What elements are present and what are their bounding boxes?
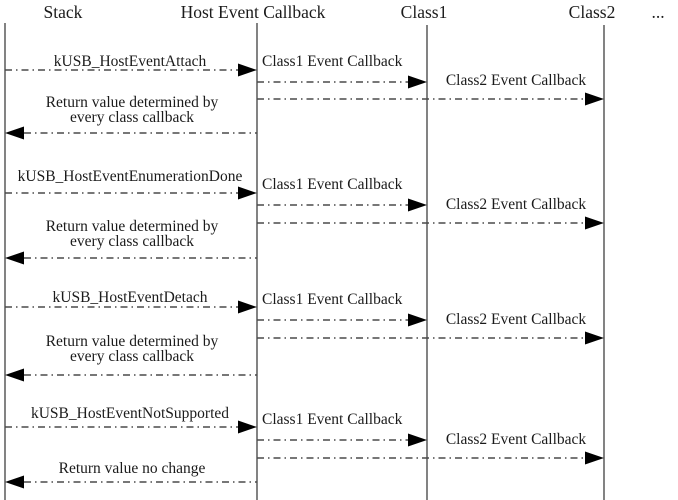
return-value-label-line2: every class callback [70,109,194,126]
class2-callback-label: Class2 Event Callback [446,431,587,448]
lifelines [4,23,605,500]
arrowhead-left-icon [5,251,24,265]
participant-headers: Stack Host Event Callback Class1 Class2 … [44,2,665,22]
event-label: kUSB_HostEventAttach [54,53,207,70]
participant-label-class1: Class1 [401,2,448,22]
event-group-detach: kUSB_HostEventDetach Class1 Event Callba… [5,289,604,382]
arrowhead-right-icon [585,92,604,106]
event-label: kUSB_HostEventEnumerationDone [18,168,243,185]
arrowhead-right-icon [585,451,604,465]
event-label: kUSB_HostEventDetach [53,289,208,306]
arrowhead-right-icon [585,216,604,230]
arrowhead-right-icon [238,186,257,200]
return-value-label-line1: Return value determined by [46,94,219,111]
return-value-label-line1: Return value determined by [46,333,219,350]
return-value-label-line1: Return value no change [59,460,206,477]
class2-callback-label: Class2 Event Callback [446,311,587,328]
event-group-enumeration-done: kUSB_HostEventEnumerationDone Class1 Eve… [5,168,604,265]
arrowhead-left-icon [5,368,24,382]
participant-label-class2: Class2 [569,2,616,22]
arrowhead-right-icon [238,300,257,314]
class1-callback-label: Class1 Event Callback [262,53,403,70]
event-group-attach: kUSB_HostEventAttach Class1 Event Callba… [5,53,604,140]
class1-callback-label: Class1 Event Callback [262,291,403,308]
participant-label-host-event-callback: Host Event Callback [181,2,326,22]
arrowhead-right-icon [238,420,257,434]
class2-callback-label: Class2 Event Callback [446,196,587,213]
event-label: kUSB_HostEventNotSupported [31,405,229,422]
participant-label-stack: Stack [44,2,83,22]
arrowhead-right-icon [408,433,427,447]
class2-callback-label: Class2 Event Callback [446,72,587,89]
class1-callback-label: Class1 Event Callback [262,176,403,193]
arrowhead-right-icon [238,63,257,77]
arrowhead-right-icon [408,75,427,89]
return-value-label-line1: Return value determined by [46,218,219,235]
arrowhead-right-icon [408,313,427,327]
class1-callback-label: Class1 Event Callback [262,411,403,428]
more-participants-ellipsis: ... [651,2,664,22]
arrowhead-left-icon [5,126,24,140]
return-value-label-line2: every class callback [70,348,194,365]
event-group-not-supported: kUSB_HostEventNotSupported Class1 Event … [5,405,604,489]
arrowhead-right-icon [585,331,604,345]
return-value-label-line2: every class callback [70,233,194,250]
arrowhead-left-icon [5,475,24,489]
arrowhead-right-icon [408,198,427,212]
